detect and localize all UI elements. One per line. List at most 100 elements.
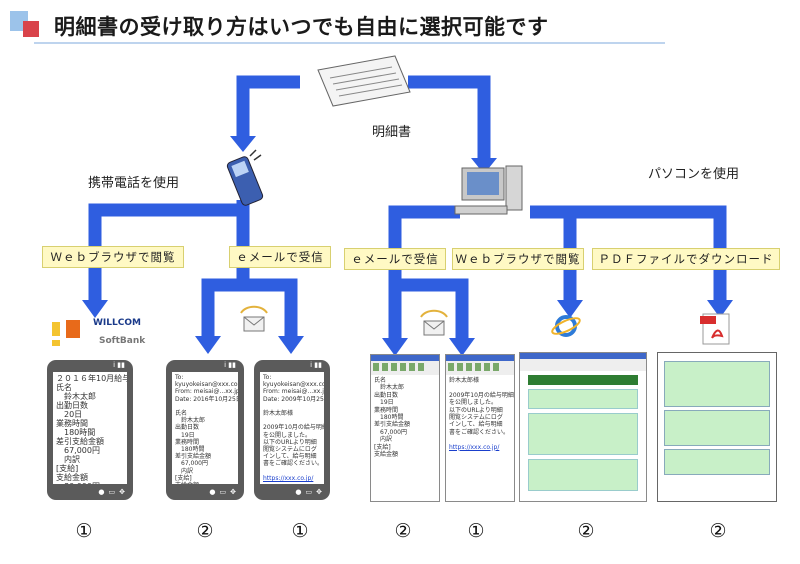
screen-text-line: 180時間 xyxy=(56,428,96,437)
phone-softkeys: ●▭✥ xyxy=(295,488,322,496)
screen-text-line: 80,000円 xyxy=(56,482,124,484)
screen-text-line: 鈴木太郎 xyxy=(175,417,206,425)
pdf-document xyxy=(657,352,777,502)
screen-text-line: 業務時間 xyxy=(56,419,88,428)
phone-softkeys: ●▭✥ xyxy=(209,488,236,496)
method-number: ② xyxy=(709,520,727,542)
screen-text-line: インして、給与明細 xyxy=(263,453,317,461)
screen-text-line: 20日 xyxy=(56,410,83,419)
screen-text-line: [支給] xyxy=(56,464,79,473)
screen-text-line: 鈴木太郎様 xyxy=(263,410,294,418)
arrowhead xyxy=(82,300,108,318)
screen-text-line: 内訳 xyxy=(175,467,194,475)
screen-text-line: 出勤日数 xyxy=(374,391,399,399)
screen-text-line: Date: 2009年10月25日 xyxy=(263,395,324,403)
screen-text-line: https://xxx.co.jp/ xyxy=(449,443,500,451)
screen-text-line: 閲覧システムにログ xyxy=(449,414,503,422)
screen-text-line: 2009年10月の給与明細 xyxy=(263,424,324,432)
arrowhead xyxy=(195,336,221,354)
pc-pdf-box: ＰＤＦファイルでダウンロード xyxy=(592,248,780,270)
screen-text-line: To: xyxy=(263,374,272,381)
screen-text-line: を公開しました。 xyxy=(263,431,312,439)
mobile-email-box: ｅメールで受信 xyxy=(229,246,331,268)
arrowhead xyxy=(382,338,408,356)
arrowhead xyxy=(471,158,497,174)
screen-text-line: 鈴木太郎様 xyxy=(449,377,480,384)
method-number: ① xyxy=(291,520,309,542)
arrowhead xyxy=(230,136,256,152)
softbank-logo: SoftBank xyxy=(99,336,146,346)
screen-text-line: 67,000円 xyxy=(374,428,407,436)
screen-text-line: [支給] xyxy=(374,443,391,451)
pc-web-box: Ｗｅｂブラウザで閲覧 xyxy=(452,248,584,270)
screen-text-line: 67,000円 xyxy=(175,460,208,468)
phone-status-bar: i ▮▮ xyxy=(224,361,236,369)
screen-text-line: 2009年10月の給与明細 xyxy=(449,391,514,399)
mobile-web-box: Ｗｅｂブラウザで閲覧 xyxy=(42,246,184,268)
method-number: ① xyxy=(75,520,93,542)
pdf-icon xyxy=(700,313,730,345)
arrow-phone-mail-1 xyxy=(201,210,250,338)
pc-email-box: ｅメールで受信 xyxy=(344,248,446,270)
arrow-doc-to-pc xyxy=(408,75,491,160)
browser-icon xyxy=(551,315,581,337)
arrowhead xyxy=(449,338,475,356)
screen-text-line: 閲覧システムにログ xyxy=(263,446,317,454)
willcom-logo: WILLCOM xyxy=(93,318,141,328)
envelope-icon xyxy=(240,305,268,332)
screen-text-line: 支給金額 xyxy=(374,451,399,459)
screen-text-line: インして、給与明細 xyxy=(449,421,503,429)
screen-text-line: 以下のURLより明細 xyxy=(263,438,317,446)
screen-text-line: 業務時間 xyxy=(374,406,399,414)
screen-text-line: 支給金額 xyxy=(56,473,88,482)
screen-text-line: From: meisai@...xx.jp xyxy=(175,388,238,396)
arrowhead xyxy=(278,336,304,354)
screen-text-line: 支給金額 xyxy=(175,482,235,484)
screen-text-line: ２０１６年10月給与 xyxy=(56,374,127,383)
phone-screen-web: i ▮▮ ２０１６年10月給与氏名 鈴木太郎出勤日数 20日業務時間 180時間… xyxy=(47,360,133,500)
screen-text-line: 19日 xyxy=(374,399,394,407)
screen-text-line: 180時間 xyxy=(374,414,404,422)
screen-text-line: 氏名 xyxy=(374,377,387,384)
screen-text-line: 氏名 xyxy=(56,383,72,392)
phone1-text: ２０１６年10月給与氏名 鈴木太郎出勤日数 20日業務時間 180時間差引支給金… xyxy=(53,372,127,484)
screen-text-line: 67,000円 xyxy=(56,446,100,455)
screen-text-line: 内訳 xyxy=(374,436,393,444)
phone-softkeys: ●▭✥ xyxy=(98,488,125,496)
screen-text-line: 差引支給金額 xyxy=(175,453,212,461)
screen-text-line: 書をご確認ください。 xyxy=(449,428,510,436)
pc-label: パソコンを使用 xyxy=(648,167,740,182)
screen-text-line xyxy=(263,468,321,475)
screen-text-line: 鈴木太郎 xyxy=(56,392,96,401)
method-number: ① xyxy=(467,520,485,542)
screen-text-line: [支給] xyxy=(175,474,192,482)
screen-text-line: 出勤日数 xyxy=(56,401,88,410)
pc-mail2-text: 鈴木太郎様 2009年10月の給与明細を公開しました。以下のURLより明細閲覧シ… xyxy=(446,375,514,453)
title-square-red xyxy=(23,21,39,37)
arrowhead xyxy=(707,300,733,318)
screen-text-line: 書をご確認ください。 xyxy=(263,460,324,468)
computer-icon xyxy=(454,165,523,215)
screen-text-line: 180時間 xyxy=(175,446,205,454)
arrow-doc-to-phone xyxy=(236,75,300,138)
pc-browser-window xyxy=(519,352,647,502)
envelope-icon xyxy=(420,309,448,336)
screen-text-line: Date: 2016年10月25日 xyxy=(175,395,238,403)
statement-label: 明細書 xyxy=(372,125,412,140)
screen-text-line: 19日 xyxy=(175,431,195,439)
screen-text-line xyxy=(263,403,321,410)
phone-display: ２０１６年10月給与氏名 鈴木太郎出勤日数 20日業務時間 180時間差引支給金… xyxy=(53,372,127,484)
pc-mail-window-notice: 鈴木太郎様 2009年10月の給与明細を公開しました。以下のURLより明細閲覧シ… xyxy=(445,354,515,502)
arrowhead xyxy=(557,300,583,318)
arrow-phone-mail-2 xyxy=(243,278,298,338)
pc-mail-window-detail: 氏名 鈴木太郎出勤日数 19日業務時間 180時間差引支給金額 67,000円 … xyxy=(370,354,440,502)
screen-text-line: 差引支給金額 xyxy=(56,437,104,446)
screen-text-line: https://xxx.co.jp/ xyxy=(263,474,314,482)
screen-text-line: To: xyxy=(175,374,184,381)
arrow-pc-pdf xyxy=(530,205,727,302)
screen-text-line: 出勤日数 xyxy=(175,424,200,432)
document-icon xyxy=(317,55,411,107)
